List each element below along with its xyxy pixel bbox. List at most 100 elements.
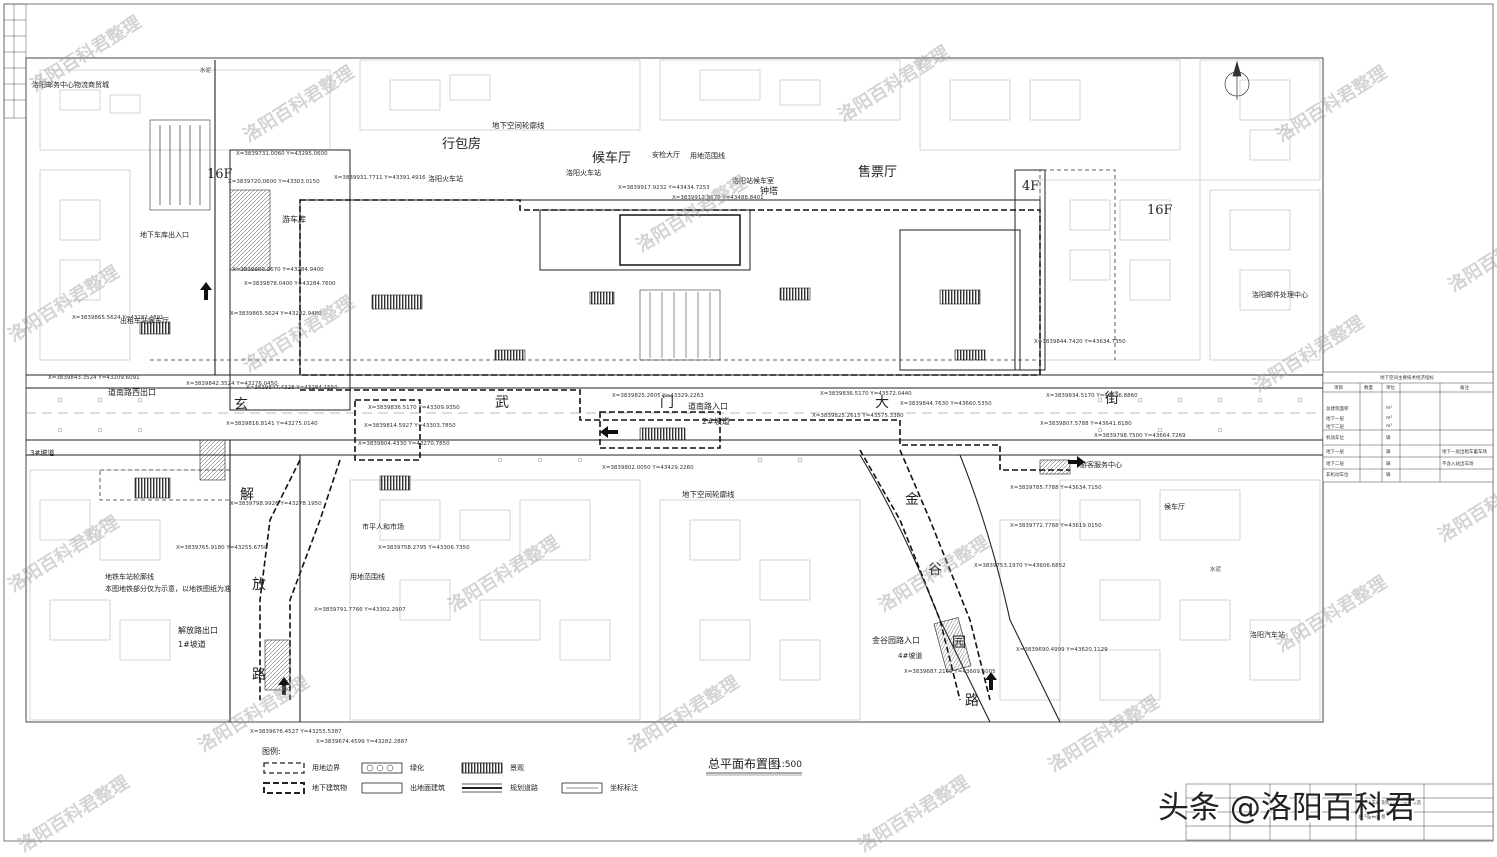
street-jingu-2: 谷 — [928, 562, 942, 578]
stats-note: 地下一层出租车蓄车场 — [1442, 450, 1487, 455]
street-jingu-4: 路 — [965, 693, 979, 709]
label-16f-left: 16F — [207, 167, 233, 182]
label-zhongta: 钟塔 — [760, 187, 779, 197]
label-shoupiao: 售票厅 — [858, 165, 898, 180]
coord-label: X=3839720.0600 Y=43303.0150 — [228, 179, 320, 185]
label-hospital: 洛阳邮务中心物流商贸城 — [32, 81, 109, 89]
coord-label: X=3839804.4330 Y=43270.7850 — [358, 441, 450, 447]
stats-unit: 辆 — [1386, 450, 1391, 455]
coord-label: X=3839687.2149 Y=43609.6005 — [904, 669, 996, 675]
coord-label: X=3839802.0050 Y=43429.2260 — [602, 465, 694, 471]
label-16f-right: 16F — [1147, 203, 1173, 218]
coord-label: X=3839878.0400 Y=43284.7600 — [244, 281, 336, 287]
coord-label: X=3839865.5624 Y=43282.9480 — [230, 311, 322, 317]
label-4f: 4F — [1022, 179, 1040, 194]
coord-label: X=3839798.9926 Y=43278.1950 — [230, 501, 322, 507]
stats-header: 单位 — [1386, 386, 1395, 391]
ann-jingu-entrance: 金谷园路入口 — [872, 636, 920, 645]
ann-exit-left: 出租车站候车厅 — [120, 317, 169, 325]
tb-drawing: 总平面布置图 — [1358, 815, 1385, 820]
coord-label: X=3839814.5927 Y=43303.7850 — [364, 423, 456, 429]
coord-label: X=3839900.2670 Y=43284.9400 — [232, 267, 324, 273]
street-jiefang-1: 玄 — [234, 397, 248, 413]
coord-label: X=3839772.7788 Y=43619.0150 — [1010, 523, 1102, 529]
label-east-hall: 候车厅 — [1164, 503, 1185, 511]
ann-ug-outline-top: 地下空间轮廓线 — [492, 121, 545, 130]
coord-label: X=3839674.4599 Y=43282.2887 — [316, 739, 408, 745]
coord-label: X=3839842.3524 Y=43276.0450 — [186, 381, 278, 387]
ann-jiefang-entrance: 解放路出口 — [178, 626, 218, 635]
coord-label: X=3839834.5170 Y=43636.8860 — [1046, 393, 1138, 399]
street-jiefang-2: 解 — [240, 487, 254, 503]
ann-land-line2: 用地范围线 — [350, 573, 385, 581]
coord-label: X=3839865.5624 Y=43282.4891 — [72, 315, 164, 321]
stats-row-label: 总建筑面积 — [1326, 407, 1349, 412]
coord-label: X=3839676.4527 Y=43255.5387 — [250, 729, 342, 735]
street-wumen-4: 街 — [1105, 391, 1119, 407]
tb-project: 洛阳火车站及周边地区综合改造 — [1358, 801, 1421, 806]
label-land-line: 用地范围线 — [690, 152, 725, 160]
street-wumen-1: 武 — [495, 395, 509, 411]
legend-label-boundary: 用地边界 — [312, 764, 340, 772]
label-station3: 洛阳站候车室 — [732, 177, 774, 185]
credit-shadow: 头条 @洛阳百科君 — [1160, 792, 1418, 828]
coord-label: X=3839807.5788 Y=43641.8180 — [1040, 421, 1132, 427]
label-station: 洛阳火车站 — [428, 175, 463, 183]
legend-title: 图例: — [262, 747, 281, 756]
legend-label-road: 规划道路 — [510, 784, 538, 792]
coord-label: X=3839825.2605 Y=43329.2263 — [612, 393, 704, 399]
street-wumen-3: 大 — [875, 395, 889, 411]
coord-label: X=3839825.2615 Y=43575.3380 — [812, 413, 904, 419]
stats-unit: m² — [1386, 406, 1393, 411]
stats-note: 不含入站出车场 — [1442, 462, 1474, 467]
coord-label: X=3839791.7766 Y=43302.2907 — [314, 607, 406, 613]
stats-unit: 辆 — [1386, 436, 1391, 441]
coord-label: X=3839765.9180 Y=43255.6750 — [176, 545, 268, 551]
ann-ramp4: 4#坡道 — [898, 652, 923, 660]
legend-label-coord: 坐标标注 — [610, 784, 638, 792]
ann-ramp3: 3#坡道 — [30, 449, 55, 457]
ann-metro-note: 本图地铁部分仅为示意，以地铁图纸为准 — [105, 585, 231, 593]
legend-label-green: 绿化 — [410, 764, 424, 772]
coord-label: X=3839836.5170 Y=43572.0440 — [820, 391, 912, 397]
legend-label-underground: 地下建筑物 — [312, 784, 347, 792]
label-bus-station: 洛阳汽车站 — [1250, 631, 1285, 639]
coord-label: X=3839843.3524 Y=43209.6091 — [48, 375, 140, 381]
street-jingu-3: 园 — [952, 635, 966, 651]
stats-header: 数量 — [1364, 386, 1373, 391]
ann-ramp1: 1#坡道 — [178, 640, 206, 649]
stats-unit: m² — [1386, 424, 1393, 429]
legend-label-landscape: 景观 — [510, 764, 524, 772]
ann-daonan-west: 道南路西出口 — [108, 388, 156, 397]
label-market: 市平人和市场 — [362, 523, 404, 531]
label-postal: 洛阳邮件处理中心 — [1252, 291, 1308, 299]
stats-row-label: 地下二层 — [1326, 425, 1344, 430]
coord-label: X=3839917.9232 Y=43434.7253 — [618, 185, 710, 191]
label-anjian: 安检大厅 — [652, 151, 680, 159]
credit-text: 头条 @洛阳百科君 — [1158, 790, 1416, 826]
coord-label: X=3839798.7500 Y=43664.7269 — [1094, 433, 1186, 439]
coord-label: X=3839847.4328 Y=43284.1550 — [246, 385, 338, 391]
stats-header: 项目 — [1334, 386, 1343, 391]
coord-label: X=3839844.7630 Y=43660.5350 — [900, 401, 992, 407]
plan-scale: 1:500 — [776, 760, 802, 770]
ann-daonan-entrance: 道南路入口 — [688, 402, 728, 411]
coord-label: X=3839816.8141 Y=43275.0140 — [226, 421, 318, 427]
stats-unit: 辆 — [1386, 473, 1391, 478]
label-station2: 洛阳火车站 — [566, 169, 601, 177]
coord-label: X=3839731.0060 Y=43295.0600 — [236, 151, 328, 157]
stats-row-label: 非机动车位 — [1326, 473, 1349, 478]
ann-ug-outline-mid: 地下空间轮廓线 — [682, 490, 735, 499]
stats-row-label: 地下二层 — [1326, 462, 1344, 467]
ann-metro-outline: 地铁车站轮廓线 — [105, 573, 154, 581]
label-shuini-2: 水泥 — [1210, 567, 1222, 573]
stats-row-label: 机动车位 — [1326, 436, 1344, 441]
ann-yijing: 游客服务中心 — [1080, 461, 1122, 469]
stats-unit: m² — [1386, 416, 1393, 421]
coord-label: X=3839931.7711 Y=43391.4916 — [334, 175, 426, 181]
coord-label: X=3839785.7788 Y=43634.7150 — [1010, 485, 1102, 491]
coord-label: X=3839913.9670 Y=43488.8401 — [672, 195, 764, 201]
stats-title: 地下空间主要技术经济指标 — [1380, 376, 1434, 381]
